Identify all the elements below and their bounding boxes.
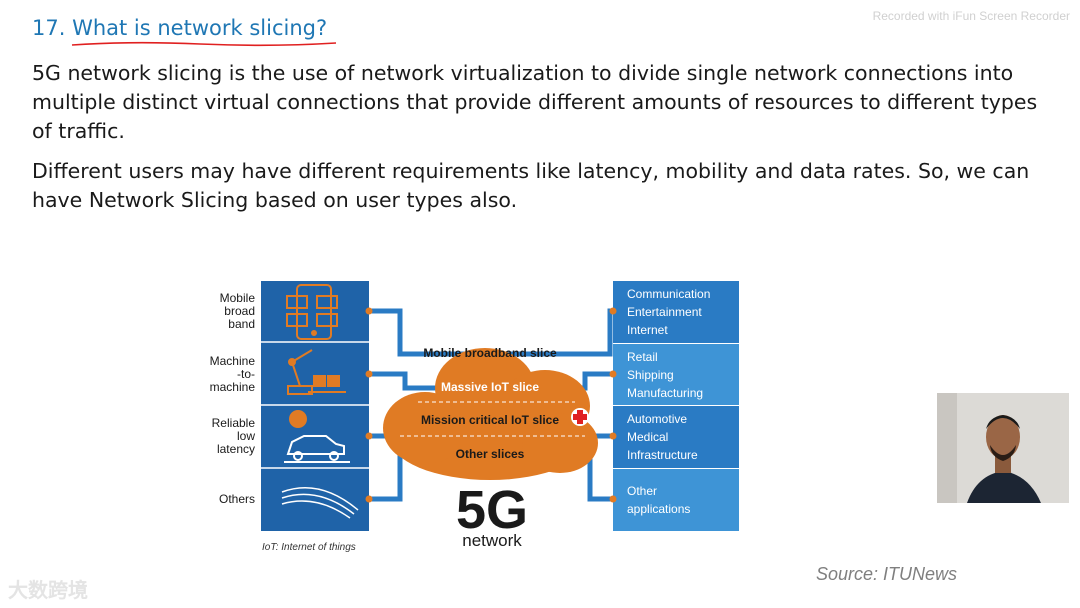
left-category-label: Reliable [212, 416, 256, 430]
application-label: Infrastructure [627, 448, 698, 462]
right-box [613, 469, 739, 531]
warning-cross-icon [571, 408, 589, 426]
definition-paragraph: 5G network slicing is the use of network… [32, 59, 1062, 146]
diagram-svg: MobilebroadbandMachine-to-machineReliabl… [200, 278, 760, 558]
slice-label: Other slices [456, 447, 525, 461]
application-label: Medical [627, 430, 668, 444]
left-icon-column [261, 281, 369, 531]
slice-label: Mission critical IoT slice [421, 413, 559, 427]
slice-label: Massive IoT slice [441, 380, 539, 394]
left-category-label: broad [224, 304, 255, 318]
left-category-label: Others [219, 492, 255, 506]
application-label: applications [627, 502, 690, 516]
presenter-video [937, 393, 1069, 503]
iot-footnote: IoT: Internet of things [262, 542, 356, 553]
title-underline [70, 40, 340, 48]
application-label: Automotive [627, 412, 687, 426]
application-label: Shipping [627, 368, 674, 382]
application-label: Manufacturing [627, 386, 703, 400]
left-category-label: Mobile [220, 291, 256, 305]
left-category-label: latency [217, 442, 255, 456]
network-logo-text: network [462, 531, 522, 550]
application-label: Entertainment [627, 305, 702, 319]
left-category-label: -to- [237, 367, 255, 381]
slide-title: 17. What is network slicing? [32, 16, 327, 40]
application-label: Retail [627, 350, 658, 364]
requirements-paragraph: Different users may have different requi… [32, 157, 1062, 215]
recorder-watermark: Recorded with iFun Screen Recorder [873, 9, 1070, 23]
application-label: Internet [627, 323, 668, 337]
source-citation: Source: ITUNews [816, 564, 957, 585]
webcam-overlay [937, 393, 1069, 503]
application-label: Communication [627, 287, 710, 301]
application-label: Other [627, 484, 657, 498]
left-category-label: band [228, 317, 255, 331]
left-category-label: low [237, 429, 255, 443]
left-category-label: Machine [210, 354, 256, 368]
corner-watermark: 大数跨境 [8, 574, 88, 603]
left-labels: MobilebroadbandMachine-to-machineReliabl… [210, 291, 256, 506]
slice-label: Mobile broadband slice [423, 346, 557, 360]
left-category-label: machine [210, 380, 256, 394]
